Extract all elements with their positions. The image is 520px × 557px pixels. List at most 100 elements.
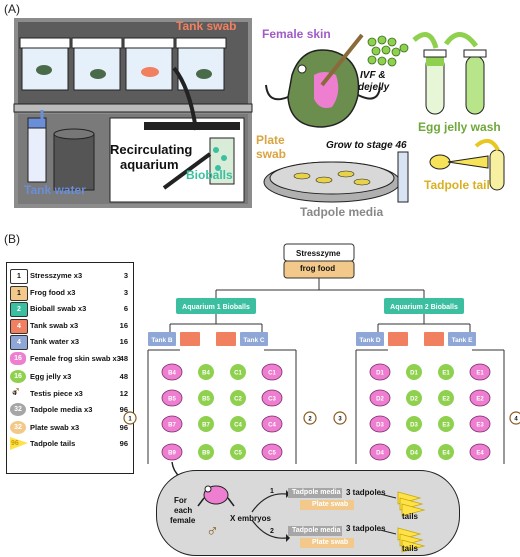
aquarium-2-label: Aquarium 2 Bioballs bbox=[390, 304, 458, 311]
female-frog-icon bbox=[469, 415, 491, 433]
legend-item-name: Plate swab x3 bbox=[30, 423, 80, 432]
legend-box-icon: 1 bbox=[10, 286, 28, 301]
tank-swab-box bbox=[388, 332, 408, 346]
egg-jelly-icon bbox=[406, 416, 422, 432]
tank-box bbox=[356, 332, 384, 346]
egg-jelly-label: C1 bbox=[234, 371, 242, 377]
egg-jelly-label: E2 bbox=[442, 397, 450, 403]
female-frog-icon bbox=[261, 415, 283, 433]
ivf-label: IVF & bbox=[360, 70, 386, 81]
egg-jelly-icon bbox=[198, 390, 214, 406]
egg-jelly-label: B4 bbox=[202, 371, 210, 377]
female-frog-icon bbox=[161, 415, 183, 433]
legend-circle-icon: 16 bbox=[10, 370, 26, 383]
frog-food-label: frog food bbox=[300, 264, 336, 273]
female-frog-label: C1 bbox=[268, 371, 276, 377]
female-frog-icon bbox=[469, 443, 491, 461]
male-label: 3 bbox=[338, 417, 342, 423]
legend-item-name: Testis piece x3 bbox=[30, 389, 83, 398]
egg-jelly-wash-label: Egg jelly wash bbox=[418, 120, 501, 134]
eggs-cluster-icon bbox=[367, 35, 409, 67]
legend-item-name: Stresszyme x3 bbox=[30, 271, 83, 280]
tails-label-2: tails bbox=[402, 544, 419, 553]
legend-item-name: Tank swab x3 bbox=[30, 321, 79, 330]
tank-box bbox=[148, 332, 176, 346]
branch-1-label: 1 bbox=[270, 488, 274, 495]
legend-tri-icon: 96 bbox=[10, 437, 28, 450]
egg-jelly-label: D4 bbox=[410, 451, 418, 457]
legend-box-icon: 1 bbox=[10, 269, 28, 284]
legend-circle-icon: 32 bbox=[10, 403, 26, 416]
female-frog-illustration bbox=[265, 33, 381, 128]
aquarium-rack-illustration bbox=[13, 18, 253, 208]
egg-jelly-icon bbox=[198, 416, 214, 432]
female-frog-icon bbox=[261, 389, 283, 407]
aquarium-2-box bbox=[384, 298, 464, 314]
branch-2-label: 2 bbox=[270, 528, 274, 535]
female-frog-label: B5 bbox=[168, 397, 176, 403]
egg-jelly-label: B5 bbox=[202, 397, 210, 403]
egg-jelly-label: E3 bbox=[442, 423, 450, 429]
female-frog-icon bbox=[369, 443, 391, 461]
legend-male-icon: ♂4 bbox=[10, 383, 22, 400]
egg-jelly-label: C5 bbox=[234, 451, 242, 457]
female-frog-label: B4 bbox=[168, 371, 176, 377]
legend-item-count: 16 bbox=[119, 321, 128, 330]
female-frog-label: E3 bbox=[476, 423, 484, 429]
female-frog-icon bbox=[469, 363, 491, 381]
female-frog-icon bbox=[369, 415, 391, 433]
legend-item-count: 16 bbox=[119, 337, 128, 346]
tadpole-media-bar-1 bbox=[288, 488, 342, 498]
tadpole-dish-illustration bbox=[263, 151, 409, 203]
egg-jelly-icon bbox=[198, 444, 214, 460]
female-frog-label: D3 bbox=[376, 423, 384, 429]
female-frog-label: D2 bbox=[376, 397, 384, 403]
female-frog-label: E1 bbox=[476, 371, 484, 377]
stresszyme-label: Stresszyme bbox=[296, 249, 341, 258]
female-frog-icon bbox=[261, 363, 283, 381]
tadpole-media-bar-2-label: Tadpole media bbox=[292, 527, 341, 534]
female-frog-label: C4 bbox=[268, 423, 276, 429]
workflow-arrows bbox=[251, 490, 290, 542]
egg-jelly-icon bbox=[406, 364, 422, 380]
legend-item-name: Frog food x3 bbox=[30, 288, 76, 297]
egg-jelly-icon bbox=[438, 390, 454, 406]
legend-item-name: Egg jelly x3 bbox=[30, 372, 72, 381]
panel-b-label: (B) bbox=[4, 232, 20, 246]
for-each-label-3: female bbox=[170, 516, 196, 525]
legend-item-name: Tadpole media x3 bbox=[30, 405, 93, 414]
egg-jelly-label: D1 bbox=[410, 371, 418, 377]
male-label: 1 bbox=[128, 417, 132, 423]
three-tadpoles-label-1: 3 tadpoles bbox=[346, 488, 386, 497]
upper-tanks bbox=[19, 37, 227, 91]
egg-jelly-icon bbox=[438, 416, 454, 432]
legend-item-name: Tank water x3 bbox=[30, 337, 80, 346]
x-embryos-label: X embryos bbox=[230, 514, 271, 523]
male-label: 2 bbox=[308, 417, 312, 423]
legend-item-name: Female frog skin swab x3 bbox=[30, 354, 121, 363]
male-label: 4 bbox=[514, 417, 518, 423]
egg-jelly-label: E4 bbox=[442, 451, 450, 457]
tails-icons bbox=[379, 491, 426, 553]
male-symbol-bottom: ♂ bbox=[206, 521, 219, 540]
tadpole-media-label: Tadpole media bbox=[300, 205, 384, 219]
tank-label: Tank B bbox=[151, 337, 172, 344]
female-skin-label: Female skin bbox=[262, 27, 331, 41]
egg-jelly-icon bbox=[406, 444, 422, 460]
frog-food-box bbox=[283, 260, 355, 279]
male-icon bbox=[509, 411, 520, 425]
three-tadpoles-label-2: 3 tadpoles bbox=[346, 524, 386, 533]
tank-label: Tank D bbox=[359, 337, 380, 344]
tadpole-media-bar-1-label: Tadpole media bbox=[292, 489, 341, 496]
female-frog-icon bbox=[369, 363, 391, 381]
egg-jelly-icon bbox=[230, 416, 246, 432]
